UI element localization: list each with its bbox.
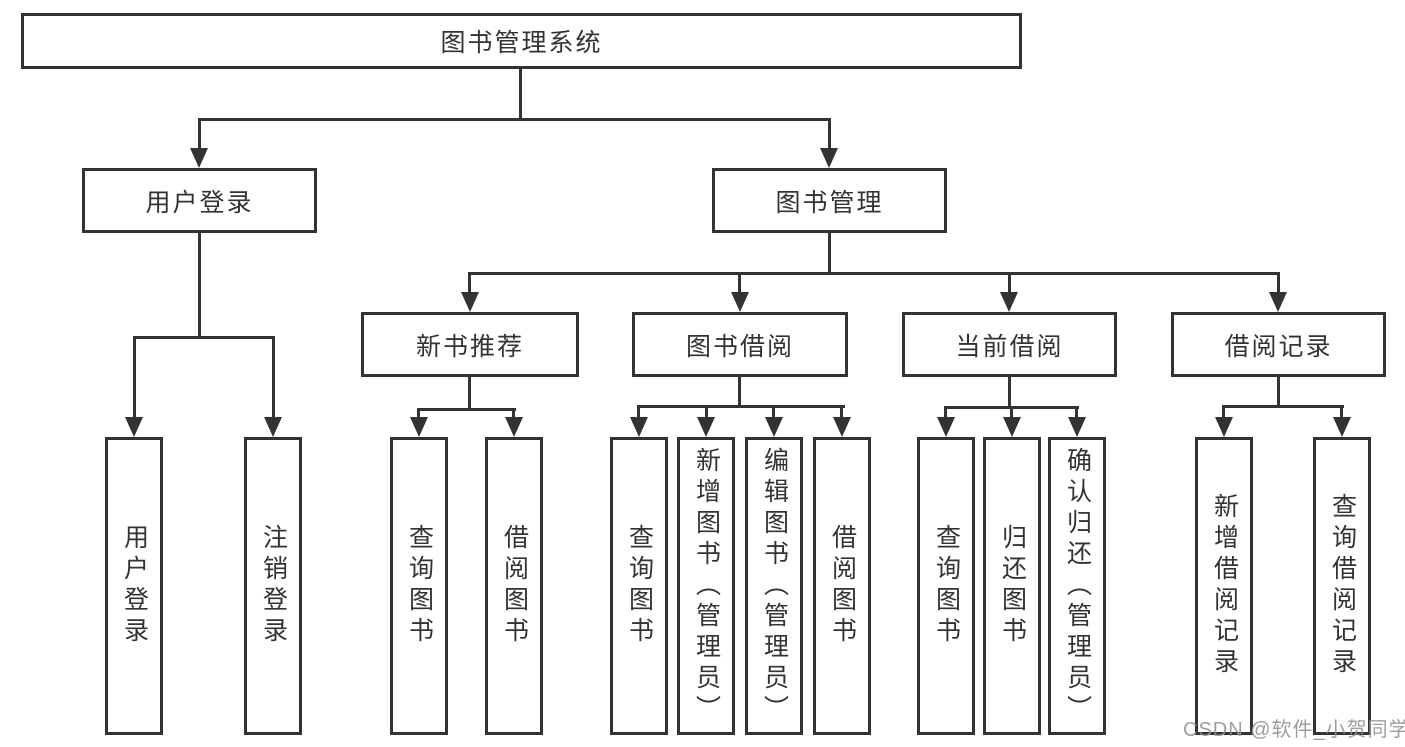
connector-to-user-login <box>198 118 201 152</box>
arrow-down-icon <box>461 292 479 312</box>
connector-leaf-stem <box>1222 405 1225 421</box>
arrow-down-icon <box>1003 417 1021 437</box>
node-label: 确认归还（管理员） <box>1063 446 1092 726</box>
arrow-down-icon <box>765 417 783 437</box>
node-label: 用户登录 <box>145 188 254 217</box>
connector-leaf-stem <box>1010 406 1013 421</box>
leaf-query-books: 查询图书 <box>390 437 448 735</box>
node-current-borrowing: 当前借阅 <box>902 312 1117 377</box>
connector-mgmt-branch <box>468 272 1280 275</box>
arrow-down-icon <box>630 417 648 437</box>
connector-to-logout <box>272 336 275 421</box>
connector-current-stem <box>1008 377 1011 409</box>
connector-leaf-stem <box>637 405 640 421</box>
connector-to-current-borrowing <box>1008 272 1011 296</box>
node-label: 查询图书 <box>625 524 654 648</box>
connector-to-new-book <box>468 272 471 296</box>
connector-root-branch <box>198 118 831 121</box>
leaf-user-login: 用户登录 <box>105 437 163 735</box>
node-label: 编辑图书（管理员） <box>760 446 789 726</box>
leaf-borrow-books: 借阅图书 <box>485 437 543 735</box>
node-label: 借阅图书 <box>828 524 857 648</box>
arrow-down-icon <box>1333 417 1351 437</box>
arrow-down-icon <box>731 292 749 312</box>
node-label: 图书管理系统 <box>440 29 603 57</box>
arrow-down-icon <box>1269 292 1287 312</box>
connector-to-borrowing-records <box>1277 272 1280 296</box>
arrow-down-icon <box>505 417 523 437</box>
node-label: 注销登录 <box>259 524 288 648</box>
node-label: 图书管理 <box>775 188 884 217</box>
leaf-query-books: 查询图书 <box>917 437 975 735</box>
leaf-return-books: 归还图书 <box>983 437 1041 735</box>
node-label: 借阅图书 <box>500 524 529 648</box>
connector-leaf-stem <box>417 408 420 421</box>
arrow-down-icon <box>937 417 955 437</box>
connector-records-branch <box>1222 405 1344 408</box>
leaf-confirm-return-admin: 确认归还（管理员） <box>1048 437 1106 735</box>
connector-login-branch <box>133 336 275 339</box>
arrow-down-icon <box>697 417 715 437</box>
connector-newbook-stem <box>468 377 471 411</box>
arrow-down-icon <box>125 417 143 437</box>
connector-leaf-stem <box>1075 406 1078 421</box>
connector-borrowing-branch <box>637 405 845 408</box>
node-label: 新增图书（管理员） <box>692 446 721 726</box>
node-label: 新书推荐 <box>415 332 524 361</box>
connector-leaf-stem <box>840 405 843 421</box>
leaf-logout: 注销登录 <box>244 437 302 735</box>
leaf-add-books-admin: 新增图书（管理员） <box>677 437 735 735</box>
connector-mgmt-stem <box>828 233 831 272</box>
leaf-query-borrow-record: 查询借阅记录 <box>1313 437 1371 735</box>
node-label: 图书借阅 <box>685 332 794 361</box>
arrow-down-icon <box>264 417 282 437</box>
arrow-down-icon <box>1215 417 1233 437</box>
arrow-down-icon <box>1000 292 1018 312</box>
connector-leaf-stem <box>1340 405 1343 421</box>
connector-leaf-stem <box>772 405 775 421</box>
leaf-add-borrow-record: 新增借阅记录 <box>1195 437 1253 735</box>
connector-newbook-branch <box>417 408 516 411</box>
node-label: 查询图书 <box>405 524 434 648</box>
connector-to-book-management <box>828 118 831 152</box>
node-borrowing-records: 借阅记录 <box>1171 312 1386 377</box>
arrow-down-icon <box>410 417 428 437</box>
node-label: 查询图书 <box>932 524 961 648</box>
node-new-book-recommend: 新书推荐 <box>361 312 579 377</box>
node-label: 归还图书 <box>998 524 1027 648</box>
node-book-borrowing: 图书借阅 <box>632 312 848 377</box>
connector-root-stem <box>519 69 522 118</box>
node-label: 查询借阅记录 <box>1328 493 1357 679</box>
arrow-down-icon <box>1068 417 1086 437</box>
connector-leaf-stem <box>512 408 515 421</box>
leaf-edit-books-admin: 编辑图书（管理员） <box>745 437 803 735</box>
node-label: 用户登录 <box>120 524 149 648</box>
connector-records-stem <box>1277 377 1280 408</box>
arrow-down-icon <box>820 148 838 168</box>
node-library-management-system: 图书管理系统 <box>21 13 1022 69</box>
arrow-down-icon <box>190 148 208 168</box>
connector-to-book-borrowing <box>738 272 741 296</box>
connector-borrowing-stem <box>738 377 741 408</box>
csdn-watermark: CSDN @软件_小贺同学 <box>1183 719 1405 741</box>
arrow-down-icon <box>833 417 851 437</box>
connector-leaf-stem <box>944 406 947 421</box>
node-book-management: 图书管理 <box>712 168 947 233</box>
connector-to-login-action <box>133 336 136 421</box>
node-label: 新增借阅记录 <box>1210 493 1239 679</box>
leaf-query-books: 查询图书 <box>610 437 668 735</box>
connector-leaf-stem <box>705 405 708 421</box>
node-label: 当前借阅 <box>955 332 1064 361</box>
leaf-borrow-books: 借阅图书 <box>813 437 871 735</box>
node-label: 借阅记录 <box>1224 332 1333 361</box>
connector-login-stem <box>198 233 201 336</box>
node-user-login: 用户登录 <box>82 168 317 233</box>
